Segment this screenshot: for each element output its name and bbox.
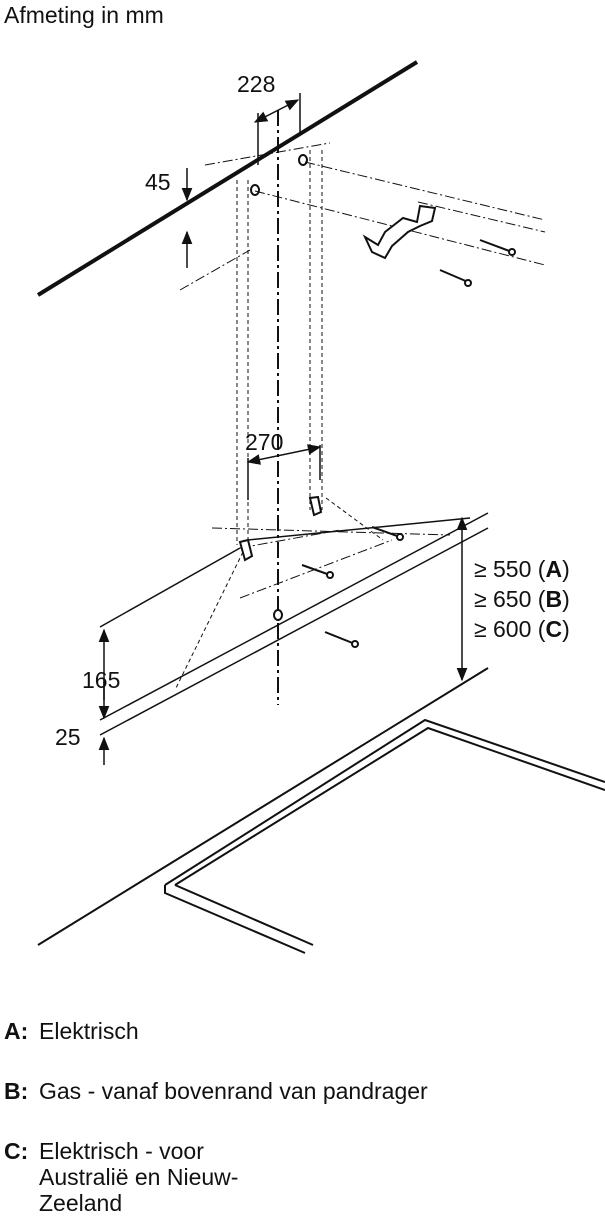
lower-brackets (238, 495, 323, 621)
legend-key-a: A: (4, 1018, 29, 1044)
dimension-165-label: 165 (82, 667, 120, 693)
dimension-45-label: 45 (145, 169, 171, 195)
legend-key-b: B: (4, 1078, 29, 1104)
legend-item-a: A: Elektrisch (4, 1018, 139, 1045)
top-screws (439, 239, 516, 287)
installation-diagram: 228 45 270 (36, 60, 605, 954)
top-mounting-lines (179, 142, 546, 291)
hood-outline (174, 497, 384, 691)
vertical-guides (236, 150, 323, 545)
lower-solid-lines (99, 512, 489, 736)
top-hole-left (250, 184, 260, 196)
dimension-25-label: 25 (55, 724, 81, 750)
dimension-228 (253, 93, 301, 165)
wall-ceiling-edge (36, 60, 419, 297)
legend-text-c: Elektrisch - voor Australië en Nieuw-Zee… (39, 1138, 239, 1216)
legend-item-c: C: Elektrisch - voor Australië en Nieuw-… (4, 1138, 284, 1216)
legend-text-b: Gas - vanaf bovenrand van pandrager (39, 1078, 428, 1104)
clearance-b: ≥ 650 (B) (474, 586, 570, 612)
clearance-a: ≥ 550 (A) (474, 556, 570, 582)
mounting-bracket (362, 204, 437, 260)
dimension-270 (246, 444, 322, 500)
legend-key-c: C: (4, 1138, 29, 1164)
top-hole-right (298, 154, 308, 166)
worktop (37, 667, 605, 954)
page-title: Afmeting in mm (4, 2, 164, 28)
clearance-c: ≥ 600 (C) (474, 616, 570, 642)
dimension-270-label: 270 (245, 429, 283, 455)
legend-item-b: B: Gas - vanaf bovenrand van pandrager (4, 1078, 428, 1105)
legend-text-a: Elektrisch (39, 1018, 139, 1044)
lower-screws (301, 526, 404, 648)
dimension-228-label: 228 (237, 71, 275, 97)
